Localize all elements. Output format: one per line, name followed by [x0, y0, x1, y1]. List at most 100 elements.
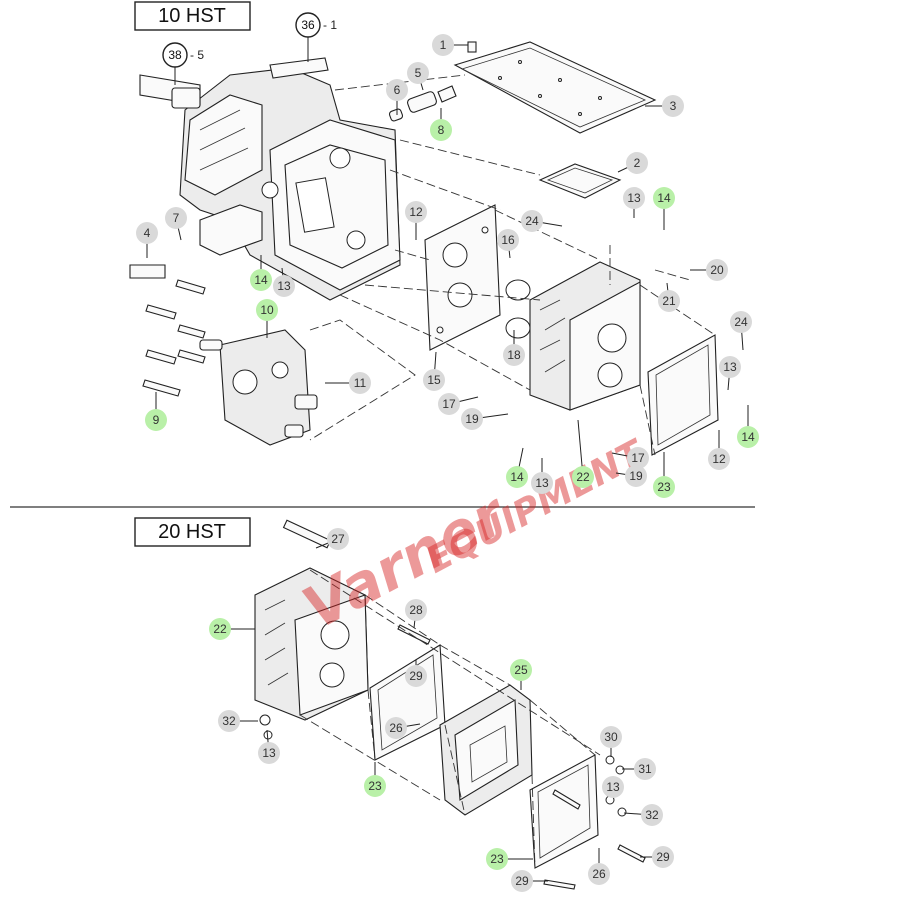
callout-badge: [327, 528, 349, 550]
callout-badge: [136, 222, 158, 244]
callout-badge: [588, 863, 610, 885]
callout-32: 32: [641, 804, 663, 826]
callout-badge: [653, 476, 675, 498]
callout-13: 13: [273, 275, 295, 297]
callout-badge: [625, 465, 647, 487]
callout-32: 32: [218, 710, 240, 732]
callout-badge: [385, 717, 407, 739]
spacer-housing-25: [439, 684, 533, 816]
bolts-left: [129, 264, 206, 397]
callout-badge: [662, 95, 684, 117]
callout-badge: [627, 447, 649, 469]
svg-text:36: 36: [301, 18, 315, 32]
callout-number: 2: [634, 156, 641, 170]
svg-text:10 HST: 10 HST: [158, 5, 226, 27]
callout-badge: [486, 848, 508, 870]
callout-number: 17: [631, 451, 645, 465]
callout-number: 21: [662, 294, 676, 308]
callout-number: 23: [490, 852, 504, 866]
callout-29: 29: [405, 665, 427, 687]
plate-15: [424, 204, 501, 351]
callout-15: 15: [423, 369, 445, 391]
callout-17: 17: [627, 447, 649, 469]
callout-14: 14: [653, 187, 675, 209]
callout-badge: [349, 372, 371, 394]
callout-26: 26: [588, 863, 610, 885]
callout-number: 9: [153, 413, 160, 427]
callout-number: 27: [331, 532, 345, 546]
callout-13: 13: [623, 187, 645, 209]
callout-badge: [405, 201, 427, 223]
callout-number: 29: [656, 850, 670, 864]
callout-4: 4: [136, 222, 158, 244]
callout-number: 28: [409, 603, 423, 617]
callout-number: 24: [734, 315, 748, 329]
callout-badge: [256, 299, 278, 321]
callout-badge: [250, 269, 272, 291]
ring-callout-38: 38 - 5: [162, 42, 204, 85]
callout-number: 10: [260, 303, 274, 317]
callout-number: 12: [712, 452, 726, 466]
gasket-2: [538, 163, 622, 199]
callout-19: 19: [625, 465, 647, 487]
explosion-lines-20hst: [299, 569, 601, 869]
pins-20hst: [259, 624, 646, 890]
callout-number: 25: [514, 663, 528, 677]
callout-badge: [652, 846, 674, 868]
callout-badge: [506, 466, 528, 488]
callout-13: 13: [531, 472, 553, 494]
callout-14: 14: [250, 269, 272, 291]
shaft-38: [139, 74, 201, 109]
shaft-36: [269, 57, 329, 79]
callout-13: 13: [719, 356, 741, 378]
callout-number: 14: [741, 430, 755, 444]
callout-number: 30: [604, 730, 618, 744]
svg-text:Varner: Varner: [292, 479, 519, 643]
callout-27: 27: [327, 528, 349, 550]
gasket-23-upper: [369, 644, 446, 761]
callout-2: 2: [626, 152, 648, 174]
section-header-10hst: 10 HST: [134, 1, 251, 31]
callout-10: 10: [256, 299, 278, 321]
callout-29: 29: [511, 870, 533, 892]
callout-number: 13: [277, 279, 291, 293]
explosion-lines-10hst: [309, 74, 716, 456]
callout-badge: [572, 466, 594, 488]
callout-number: 23: [657, 480, 671, 494]
callout-12: 12: [708, 448, 730, 470]
callout-badge: [405, 599, 427, 621]
callout-number: 16: [501, 233, 515, 247]
callout-badge: [503, 344, 525, 366]
callout-12: 12: [405, 201, 427, 223]
callout-number: 5: [415, 66, 422, 80]
callout-8: 8: [430, 119, 452, 141]
svg-text:- 1: - 1: [323, 18, 337, 32]
callout-badge: [273, 275, 295, 297]
callout-badge: [165, 207, 187, 229]
callout-badge: [386, 79, 408, 101]
callout-1: 1: [432, 34, 454, 56]
callout-14: 14: [506, 466, 528, 488]
watermark: Varner EQUIPMENT: [292, 432, 652, 643]
callout-9: 9: [145, 409, 167, 431]
callout-number: 13: [723, 360, 737, 374]
callout-badge: [708, 448, 730, 470]
callout-badge: [497, 229, 519, 251]
callout-28: 28: [405, 599, 427, 621]
callout-badge: [438, 393, 460, 415]
callout-badge: [407, 62, 429, 84]
callout-24: 24: [730, 311, 752, 333]
callout-number: 22: [576, 470, 590, 484]
callout-23: 23: [653, 476, 675, 498]
callout-badge: [600, 726, 622, 748]
callout-number: 19: [465, 412, 479, 426]
callout-number: 14: [254, 273, 268, 287]
callout-badge: [432, 34, 454, 56]
callout-number: 32: [222, 714, 236, 728]
callout-18: 18: [503, 344, 525, 366]
callout-number: 12: [409, 205, 423, 219]
callout-13: 13: [602, 776, 624, 798]
callout-22: 22: [209, 618, 231, 640]
housing-assembly: [179, 67, 401, 301]
